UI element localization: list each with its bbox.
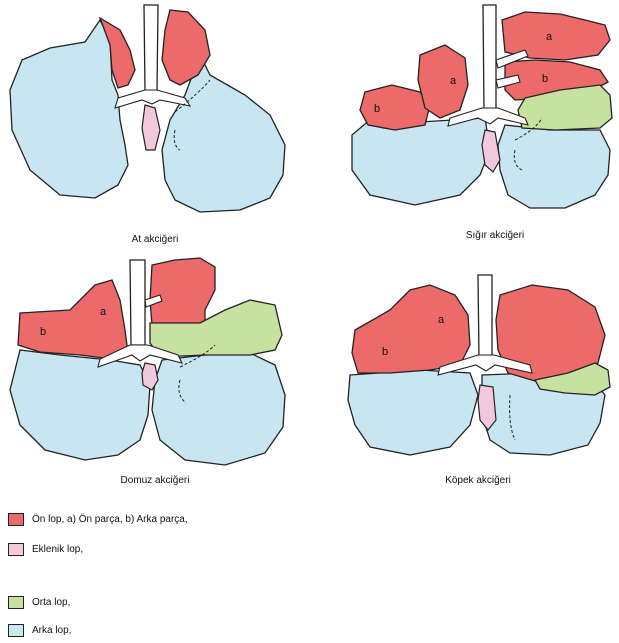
pig-label-b: b [40, 326, 46, 338]
dog-caudal-lobe-left [348, 370, 478, 455]
horse-accessory-lobe [142, 105, 160, 150]
panel-horse [0, 0, 310, 250]
cattle-cranial-lobe-left-cranial-part [418, 45, 468, 118]
cattle-caudal-lobe-right [498, 125, 610, 208]
legend-label-eklenik-lop: Eklenik lop, [32, 544, 83, 555]
cattle-caudal-lobe-left [352, 118, 490, 205]
cattle-label-b-right: b [542, 73, 548, 85]
cattle-lung-illustration: a a b b [310, 0, 619, 250]
legend-swatch-eklenik-lop [8, 543, 24, 556]
legend-label-orta-lop: Orta lop, [32, 597, 70, 608]
cattle-label-b-left: b [374, 103, 380, 115]
pig-trachea [130, 260, 145, 345]
caption-dog: Köpek akciğeri [378, 475, 578, 486]
legend-item-arka-lop: Arka lop, [8, 624, 71, 637]
cattle-accessory-lobe [482, 130, 500, 172]
legend-item-on-lop: Ön lop, a) Ön parça, b) Arka parça, [8, 513, 188, 526]
caption-cattle: Sığır akciğeri [395, 230, 595, 241]
dog-lung-illustration: a b [310, 255, 619, 475]
cattle-label-a-left: a [450, 75, 457, 87]
panel-dog: a b [310, 255, 619, 475]
legend-item-eklenik-lop: Eklenik lop, [8, 543, 83, 556]
caption-horse: At akciğeri [55, 234, 255, 245]
legend-label-arka-lop: Arka lop, [32, 625, 71, 636]
pig-cranial-lobe-left [18, 280, 128, 359]
cattle-cranial-lobe-left-caudal-part [360, 85, 430, 130]
legend-swatch-on-lop [8, 513, 24, 526]
legend-label-on-lop: Ön lop, a) Ön parça, b) Arka parça, [32, 514, 188, 525]
panel-pig: a b [0, 255, 310, 475]
panel-cattle: a a b b [310, 0, 619, 250]
pig-cranial-lobe-right [150, 258, 215, 327]
pig-lung-illustration: a b [0, 255, 310, 475]
legend-swatch-orta-lop [8, 596, 24, 609]
cattle-trachea [483, 5, 496, 112]
pig-caudal-lobe-left [10, 350, 150, 460]
dog-trachea [478, 275, 492, 360]
caption-pig: Domuz akciğeri [55, 475, 255, 486]
legend-item-orta-lop: Orta lop, [8, 596, 70, 609]
dog-label-a: a [438, 314, 445, 326]
legend: Ön lop, a) Ön parça, b) Arka parça, Ekle… [8, 510, 328, 640]
horse-trachea [144, 5, 158, 92]
pig-caudal-lobe-right [152, 353, 285, 465]
dog-cranial-lobe-left [352, 285, 470, 373]
dog-accessory-lobe [478, 385, 496, 430]
cattle-label-a-right: a [546, 31, 553, 43]
horse-lung-illustration [0, 0, 310, 250]
legend-swatch-arka-lop [8, 624, 24, 637]
dog-label-b: b [382, 346, 388, 358]
pig-label-a: a [100, 306, 107, 318]
